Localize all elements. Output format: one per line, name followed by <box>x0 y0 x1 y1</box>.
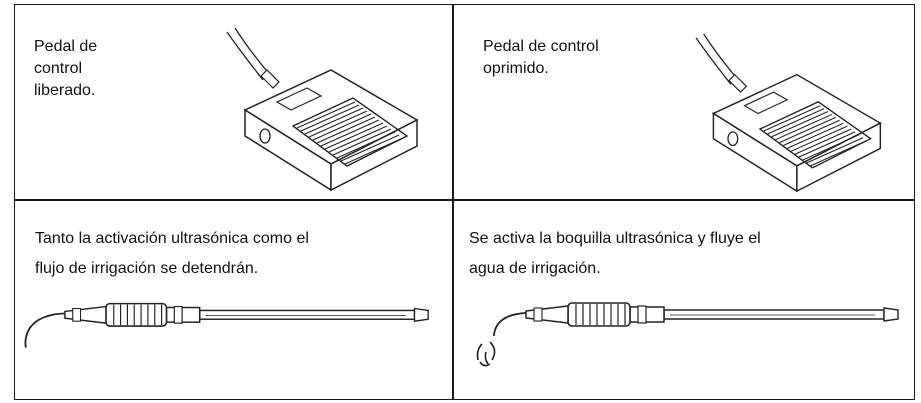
pedal-released-caption: Pedal de control liberado. <box>34 36 174 102</box>
pedal-pressed-caption: Pedal de control oprimido. <box>483 36 623 80</box>
caption-line: oprimido. <box>483 60 549 77</box>
caption-line: flujo de irrigación se detendrán. <box>35 260 259 277</box>
caption-line: Pedal de <box>34 38 98 55</box>
stop-result-caption: Tanto la activación ultrasónica como el … <box>35 224 435 284</box>
caption-line: liberado. <box>34 82 96 99</box>
instruction-table <box>14 4 915 400</box>
active-result-caption: Se activa la boquilla ultrasónica y fluy… <box>469 224 869 284</box>
foot-pedal-pressed-icon <box>695 33 882 192</box>
water-spray-icon <box>476 341 496 367</box>
ultrasonic-handpiece-icon <box>24 302 429 348</box>
caption-line: Se activa la boquilla ultrasónica y fluy… <box>469 230 761 247</box>
caption-line: Pedal de control <box>483 38 599 55</box>
ultrasonic-handpiece-spray-icon <box>476 302 899 367</box>
column-divider <box>452 5 454 399</box>
row-divider <box>15 199 914 201</box>
caption-line: control <box>34 60 83 77</box>
foot-pedal-icon <box>226 27 418 191</box>
caption-line: Tanto la activación ultrasónica como el <box>35 230 309 247</box>
caption-line: agua de irrigación. <box>469 260 601 277</box>
